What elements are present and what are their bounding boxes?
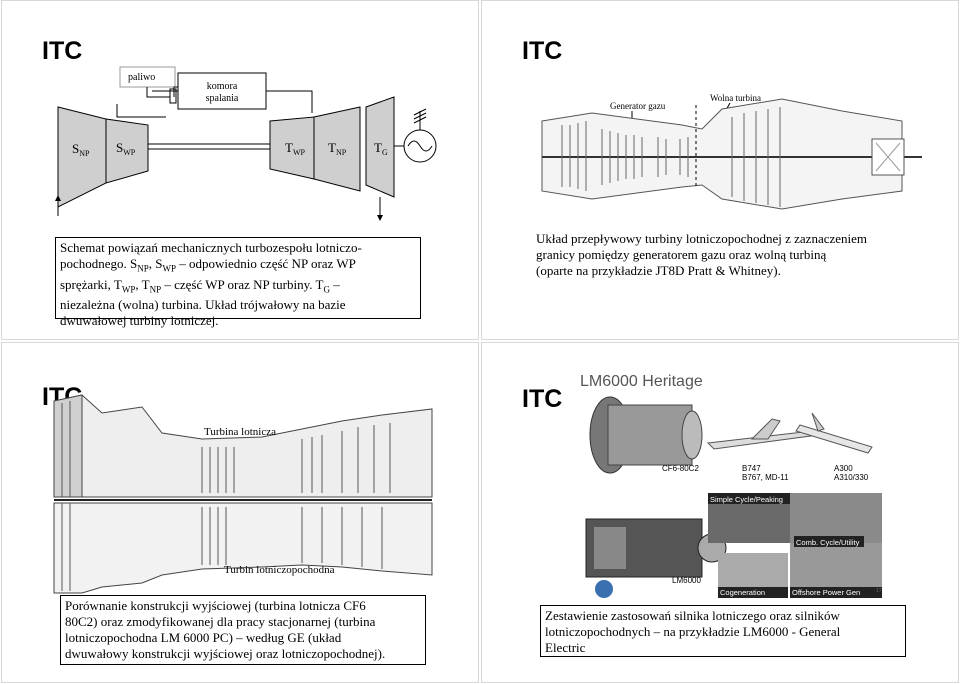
svg-text:Cogeneration: Cogeneration <box>720 588 765 597</box>
slide3-caption: Porównanie konstrukcji wyjściowej (turbi… <box>60 595 426 665</box>
b767-label: B767, MD-11 <box>742 473 789 482</box>
slide-cf6-vs-lm6000: ITC Turbina lotnicza Turbin lotniczopoch… <box>1 342 479 683</box>
svg-text:Simple Cycle/Peaking: Simple Cycle/Peaking <box>710 495 783 504</box>
svg-text:TNP: TNP <box>328 140 347 157</box>
slide-lm6000-heritage: ITC LM6000 Heritage CF6-80C2 B747 B767, … <box>481 342 959 683</box>
slide-shaft-scheme: ITC paliwo komora spalania SNP SWP TWP T… <box>1 0 479 340</box>
slide2-caption: Układ przepływowy turbiny lotniczopochod… <box>532 229 904 281</box>
compressor-wp <box>105 118 149 184</box>
tile-comb-cycle <box>790 543 882 587</box>
svg-text:SNP: SNP <box>72 141 90 158</box>
a300-label: A300 <box>834 464 853 473</box>
shaft-scheme-diagram: paliwo komora spalania SNP SWP TWP TNP T… <box>55 66 437 221</box>
svg-text:TG: TG <box>374 140 388 157</box>
itc-logo: ITC <box>522 37 563 65</box>
free-turbine-label: Wolna turbina <box>710 93 761 103</box>
heritage-title: LM6000 Heritage <box>580 373 703 390</box>
tile-offshore <box>790 587 882 598</box>
lm6000-heritage-collage: CF6-80C2 B747 B767, MD-11 A300 A310/330 … <box>585 396 882 598</box>
b747-aircraft-image <box>706 418 820 450</box>
turbine-np <box>313 106 361 192</box>
ge-logo <box>595 580 613 598</box>
fuel-label: paliwo <box>128 72 155 83</box>
svg-text:Offshore Power Gen: Offshore Power Gen <box>792 588 860 597</box>
aero-turbine-label: Turbina lotnicza <box>204 426 276 438</box>
slide1-caption: Schemat powiązań mechanicznych turbozesp… <box>55 237 421 328</box>
aeroderivative-turbine-label: Turbin lotniczopochodna <box>224 564 335 576</box>
a310-label: A310/330 <box>834 473 869 482</box>
svg-text:Comb. Cycle/Utility: Comb. Cycle/Utility <box>796 538 860 547</box>
slide4-caption: Zestawienie zastosowań silnika lotniczeg… <box>540 605 906 657</box>
a300-aircraft-image <box>795 412 873 454</box>
jt8d-cross-section: Generator gazu Wolna turbina <box>541 93 922 210</box>
svg-text:TWP: TWP <box>285 140 306 157</box>
slide-jt8d-flow: ITC Generator gazu Wolna turbina U <box>481 0 959 340</box>
itc-logo: ITC <box>42 37 83 65</box>
chamber-label-1: komora <box>207 81 238 92</box>
gas-generator-label: Generator gazu <box>610 101 666 111</box>
cf6-lm6000-comparison: Turbina lotnicza Turbin lotniczopochodna <box>53 394 433 594</box>
lm6000-label: LM6000 <box>672 576 701 585</box>
cf6-label: CF6-80C2 <box>662 464 699 473</box>
chamber-label-2: spalania <box>206 93 239 104</box>
b747-label: B747 <box>742 464 761 473</box>
svg-text:SWP: SWP <box>116 140 136 157</box>
free-turbine <box>365 96 395 198</box>
page-number: 17 <box>876 588 882 594</box>
itc-logo: ITC <box>522 385 563 413</box>
